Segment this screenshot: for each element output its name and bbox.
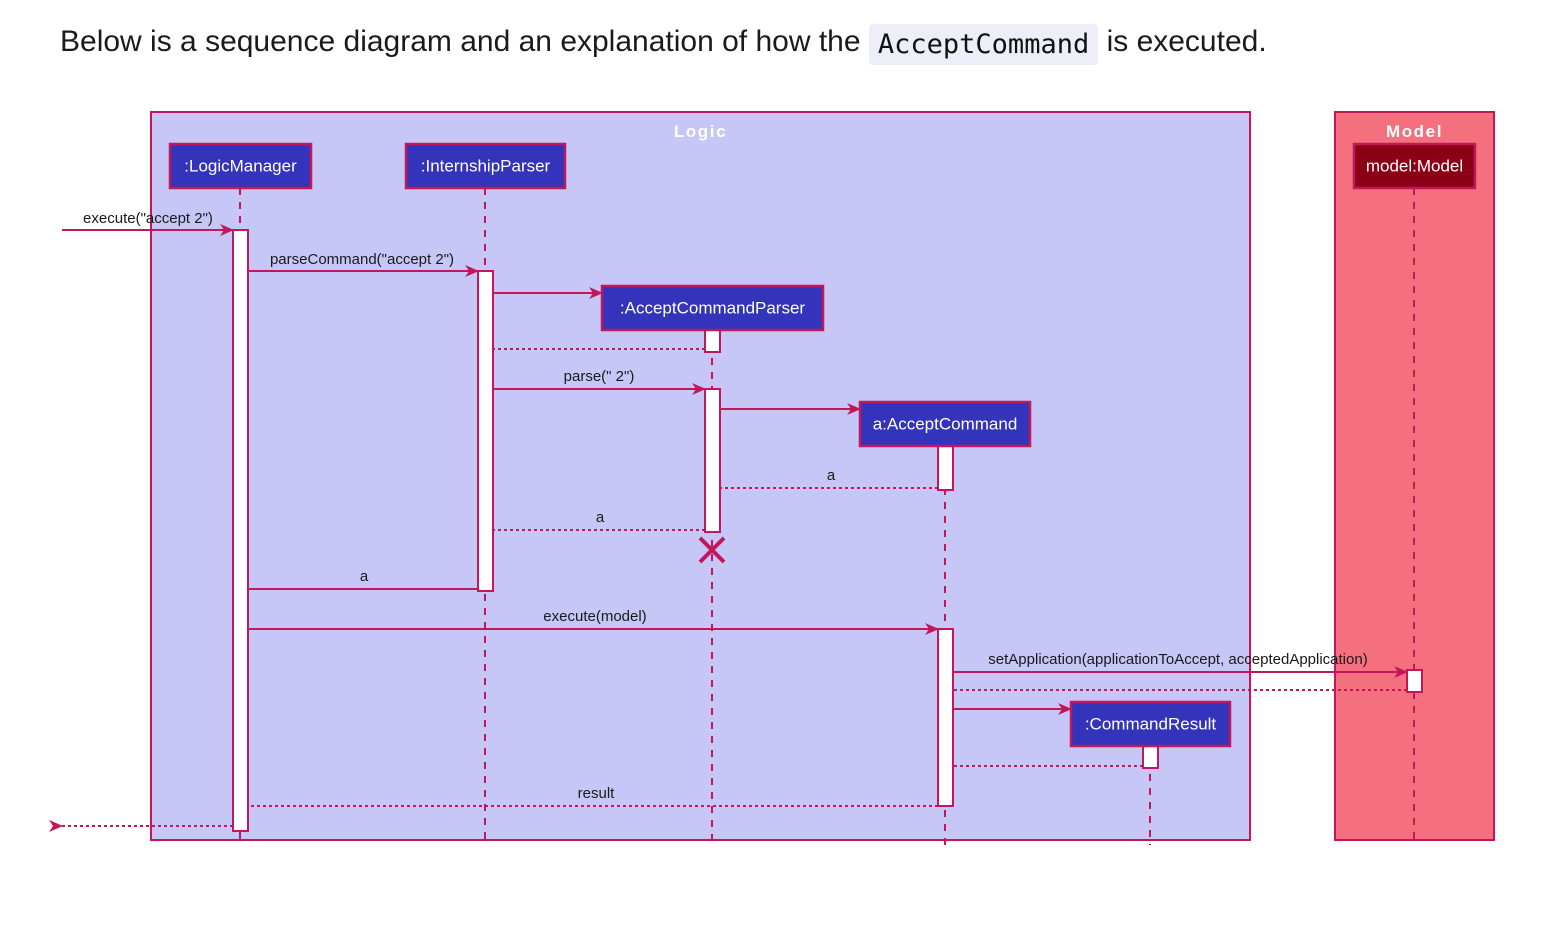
message-m11: setApplication(applicationToAccept, acce…: [953, 651, 1408, 678]
partition-model-title: Model: [1386, 122, 1443, 141]
activation-bar-acceptcommand-4: [937, 445, 954, 491]
activation-layer: [232, 229, 1423, 832]
message-label-m11: setApplication(applicationToAccept, acce…: [988, 651, 1367, 668]
participant-logicmanager[interactable]: :LogicManager: [168, 142, 313, 190]
message-label-m2: parseCommand("accept 2"): [270, 251, 454, 268]
participant-acceptcommandparser-label: :AcceptCommandParser: [620, 298, 806, 317]
message-label-m1: execute("accept 2"): [83, 210, 213, 227]
participant-layer: :LogicManager :InternshipParser :AcceptCom…: [168, 142, 1477, 748]
message-m2: parseCommand("accept 2"): [248, 251, 479, 277]
message-m9: a: [235, 568, 478, 595]
message-label-m5: parse(" 2"): [564, 368, 635, 385]
heading-code-accept-command: AcceptCommand: [868, 24, 1099, 66]
message-m5: parse(" 2"): [493, 368, 706, 395]
partition-logic-title: Logic: [674, 122, 727, 141]
participant-model-label: model:Model: [1366, 156, 1463, 175]
partition-logic-background: [150, 111, 1251, 841]
participant-internshipparser-label: :InternshipParser: [421, 156, 551, 175]
partition-model: Model: [1334, 111, 1495, 841]
message-m8: a: [480, 509, 705, 536]
message-label-m9: a: [360, 568, 369, 585]
activation-bar-model-7: [1406, 669, 1423, 693]
participant-model[interactable]: model:Model: [1352, 142, 1477, 190]
message-m15: result: [235, 785, 938, 812]
partition-logic: Logic: [150, 111, 1251, 841]
activation-bar-acceptcommand-5: [937, 628, 954, 807]
activation-bar-acceptcommandparser-3: [704, 388, 721, 533]
participant-acceptcommandparser[interactable]: :AcceptCommandParser: [600, 284, 825, 332]
message-layer: execute("accept 2") parseCommand("accept …: [49, 210, 1408, 832]
participant-acceptcommand[interactable]: a:AcceptCommand: [858, 400, 1032, 448]
destruction-x-stroke-2: [698, 536, 726, 564]
activation-bar-internshipparser-1: [477, 270, 494, 592]
partition-layer: Logic Model: [150, 111, 1495, 841]
message-m10: execute(model): [248, 608, 939, 635]
activation-bar-acceptcommandparser-2: [704, 329, 721, 353]
message-label-m15: result: [578, 785, 616, 802]
message-m1: execute("accept 2"): [62, 210, 234, 236]
participant-logicmanager-label: :LogicManager: [184, 156, 297, 175]
participant-acceptcommandparser-box[interactable]: [600, 284, 825, 332]
participant-commandresult-box[interactable]: [1069, 700, 1232, 748]
message-m7: a: [707, 467, 938, 494]
participant-model-box[interactable]: [1352, 142, 1477, 190]
destruction-marker-acceptcommandparser: [698, 536, 726, 564]
participant-internshipparser-box[interactable]: [404, 142, 567, 190]
destruction-layer: [698, 536, 726, 564]
message-label-m10: execute(model): [543, 608, 646, 625]
message-label-m7: a: [827, 467, 836, 484]
participant-logicmanager-box[interactable]: [168, 142, 313, 190]
page-heading: Below is a sequence diagram and an expla…: [60, 22, 1510, 66]
participant-commandresult[interactable]: :CommandResult: [1069, 700, 1232, 748]
participant-commandresult-label: :CommandResult: [1085, 714, 1217, 733]
heading-text-before: Below is a sequence diagram and an expla…: [60, 25, 861, 58]
heading-text-after: is executed.: [1106, 25, 1267, 58]
participant-internshipparser[interactable]: :InternshipParser: [404, 142, 567, 190]
activation-bar-logicmanager-0: [232, 229, 249, 832]
participant-acceptcommand-label: a:AcceptCommand: [873, 414, 1018, 433]
activation-bar-commandresult-6: [1142, 745, 1159, 769]
message-label-m8: a: [596, 509, 605, 526]
participant-acceptcommand-box[interactable]: [858, 400, 1032, 448]
